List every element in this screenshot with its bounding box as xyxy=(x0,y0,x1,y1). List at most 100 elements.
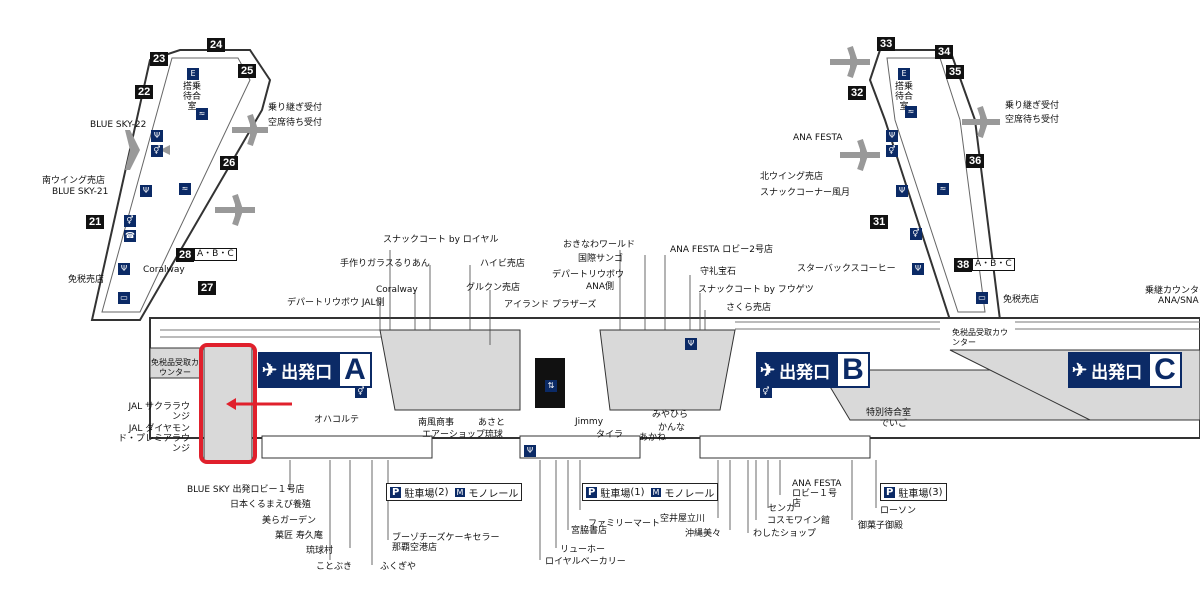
plane-icon: ✈ xyxy=(1072,359,1088,380)
toilet-icon: ⚥ xyxy=(151,145,163,157)
departure-gate-a-box: ✈ 出発口 xyxy=(258,352,339,388)
gate-21: 21 xyxy=(86,215,105,229)
washita-shop: わしたショップ xyxy=(753,529,817,539)
ryukyumura: 琉球村 xyxy=(306,546,334,556)
gate-34: 34 xyxy=(935,45,954,59)
ohakorute: オハコルテ xyxy=(314,415,360,425)
kotobuki: ことぶき xyxy=(316,562,353,572)
departure-gate-b[interactable]: ✈ 出発口 B xyxy=(756,352,870,388)
shop-icon: ▭ xyxy=(118,292,130,304)
gate-22: 22 xyxy=(135,85,154,99)
gate-24: 24 xyxy=(207,38,226,52)
gate-32: 32 xyxy=(848,86,867,100)
parking-1-label: 駐車場 xyxy=(600,488,631,500)
parking-icon: P xyxy=(884,486,896,498)
departure-gate-c-box: ✈ 出発口 xyxy=(1068,352,1149,388)
transfer-counter: 乗継カウンター xyxy=(1145,286,1200,296)
coralway-top: Coralway xyxy=(376,285,418,295)
departure-gate-a[interactable]: ✈ 出発口 A xyxy=(258,352,372,388)
wifi-icon: ≈ xyxy=(905,106,917,118)
parking-1[interactable]: P 駐車場 (1) M モノレール xyxy=(582,483,719,501)
toilet-icon: ⚥ xyxy=(355,386,367,398)
departure-gate-c-letter: C xyxy=(1148,352,1182,388)
parking-icon: P xyxy=(586,486,598,498)
cosmo-wine: コスモワイン館 xyxy=(767,516,831,526)
toilet-icon: ⚥ xyxy=(124,215,136,227)
restaurant-icon: Ψ xyxy=(140,185,152,197)
dutyfree-counter-west xyxy=(149,347,203,379)
monorail-label-2: モノレール xyxy=(664,488,715,500)
north-wing-shop: 北ウイング売店 xyxy=(760,172,824,182)
departure-gate-c-label: 出発口 xyxy=(1091,362,1143,382)
parking-2-num: (2) xyxy=(434,486,449,498)
depart-ana: デパートリウボウ xyxy=(552,270,625,280)
shureishi: 守礼宝石 xyxy=(700,267,737,277)
okinawa-world: おきなわワールド xyxy=(563,240,636,250)
jal-sakura-lounge: JAL サクララウンジ xyxy=(128,402,190,422)
restaurant-icon: Ψ xyxy=(685,338,697,350)
plane-icon: ✈ xyxy=(760,359,776,380)
akane: あかね xyxy=(639,433,667,443)
wifi-icon: ≈ xyxy=(179,183,191,195)
parking-icon: P xyxy=(390,486,402,498)
ana-side: ANA側 xyxy=(586,282,615,292)
gate-28: 28 xyxy=(176,248,195,262)
pozoo-cheesecake: ブーゾチーズケーキセラー 那覇空港店 xyxy=(392,533,500,553)
shop-area-east xyxy=(599,329,736,411)
glass-ruri: 手作りガラスるりあん xyxy=(340,259,430,269)
snack-fugetsu: スナックコート by フウゲツ xyxy=(698,285,814,295)
west-standby: 空席待ち受付 xyxy=(268,118,323,128)
dutyfree-east: 免税売店 xyxy=(1003,295,1040,305)
elevator-icon: E xyxy=(898,68,910,80)
fukugiya: ふくぎや xyxy=(380,562,417,572)
parking-2[interactable]: P 駐車場 (2) M モノレール xyxy=(386,483,523,501)
familymart: ファミリーマート xyxy=(588,519,661,529)
sakura-shop: さくら売店 xyxy=(726,303,772,313)
gate-27: 27 xyxy=(198,281,217,295)
restaurant-icon: Ψ xyxy=(912,263,924,275)
gate-35: 35 xyxy=(946,65,965,79)
monorail-label: モノレール xyxy=(468,488,519,500)
asato: あさと xyxy=(478,418,506,428)
jal-diamond-lounge: JAL ダイヤモンド・プレミアラウンジ xyxy=(118,424,191,454)
toilet-icon: ⚥ xyxy=(886,145,898,157)
air-shop-ryukyu: エアーショップ琉球 xyxy=(422,430,503,440)
dutyfree-counter-west-label: 免税品受取カウンター xyxy=(151,358,199,377)
ana-festa: ANA FESTA xyxy=(793,133,843,143)
bluesky-lobby1: BLUE SKY 出発ロビー１号店 xyxy=(187,485,305,495)
gate-31: 31 xyxy=(870,215,889,229)
departure-gate-c[interactable]: ✈ 出発口 C xyxy=(1068,352,1182,388)
shop-area-west xyxy=(379,329,521,411)
lawson: ローソン xyxy=(880,506,917,516)
dutyfree-west: 免税売店 xyxy=(68,275,105,285)
monorail-icon: M xyxy=(650,487,662,497)
gate-38: 38 xyxy=(954,258,973,272)
departure-gate-b-letter: B xyxy=(836,352,870,388)
miyawaki-books: 宮脇書店 xyxy=(571,526,608,536)
kanna: かんな xyxy=(658,423,686,433)
snack-royal: スナックコート by ロイヤル xyxy=(383,235,499,245)
island-plaza: アイランド プラザーズ xyxy=(504,300,597,310)
wifi-icon: ≈ xyxy=(196,108,208,120)
ana-festa-lobby1: ANA FESTA ロビー１号店 xyxy=(792,479,842,509)
taira: タイラ xyxy=(596,430,624,440)
monorail-icon: M xyxy=(454,487,466,497)
parking-3[interactable]: P 駐車場 (3) xyxy=(880,483,947,501)
restaurant-icon: Ψ xyxy=(886,130,898,142)
restaurant-icon: Ψ xyxy=(524,445,536,457)
elevator-icon: E xyxy=(187,68,199,80)
parking-3-num: (3) xyxy=(928,486,943,498)
okashi-goten: 御菓子御殿 xyxy=(858,521,904,531)
jimmy: Jimmy xyxy=(575,417,604,427)
bluesky-21: BLUE SKY-21 xyxy=(52,187,109,197)
coralway-west: Coralway xyxy=(143,265,185,275)
gate-23: 23 xyxy=(150,52,169,66)
restaurant-icon: Ψ xyxy=(118,263,130,275)
wifi-icon: ≈ xyxy=(937,183,949,195)
plane-icon xyxy=(100,46,1000,226)
west-pier-inner xyxy=(101,57,251,313)
snack-fugetsu-east: スナックコーナー風月 xyxy=(760,188,851,198)
gate-33: 33 xyxy=(877,37,896,51)
restaurant-icon: Ψ xyxy=(896,185,908,197)
sorai-tachikawa: 空井屋立川 xyxy=(660,514,706,524)
